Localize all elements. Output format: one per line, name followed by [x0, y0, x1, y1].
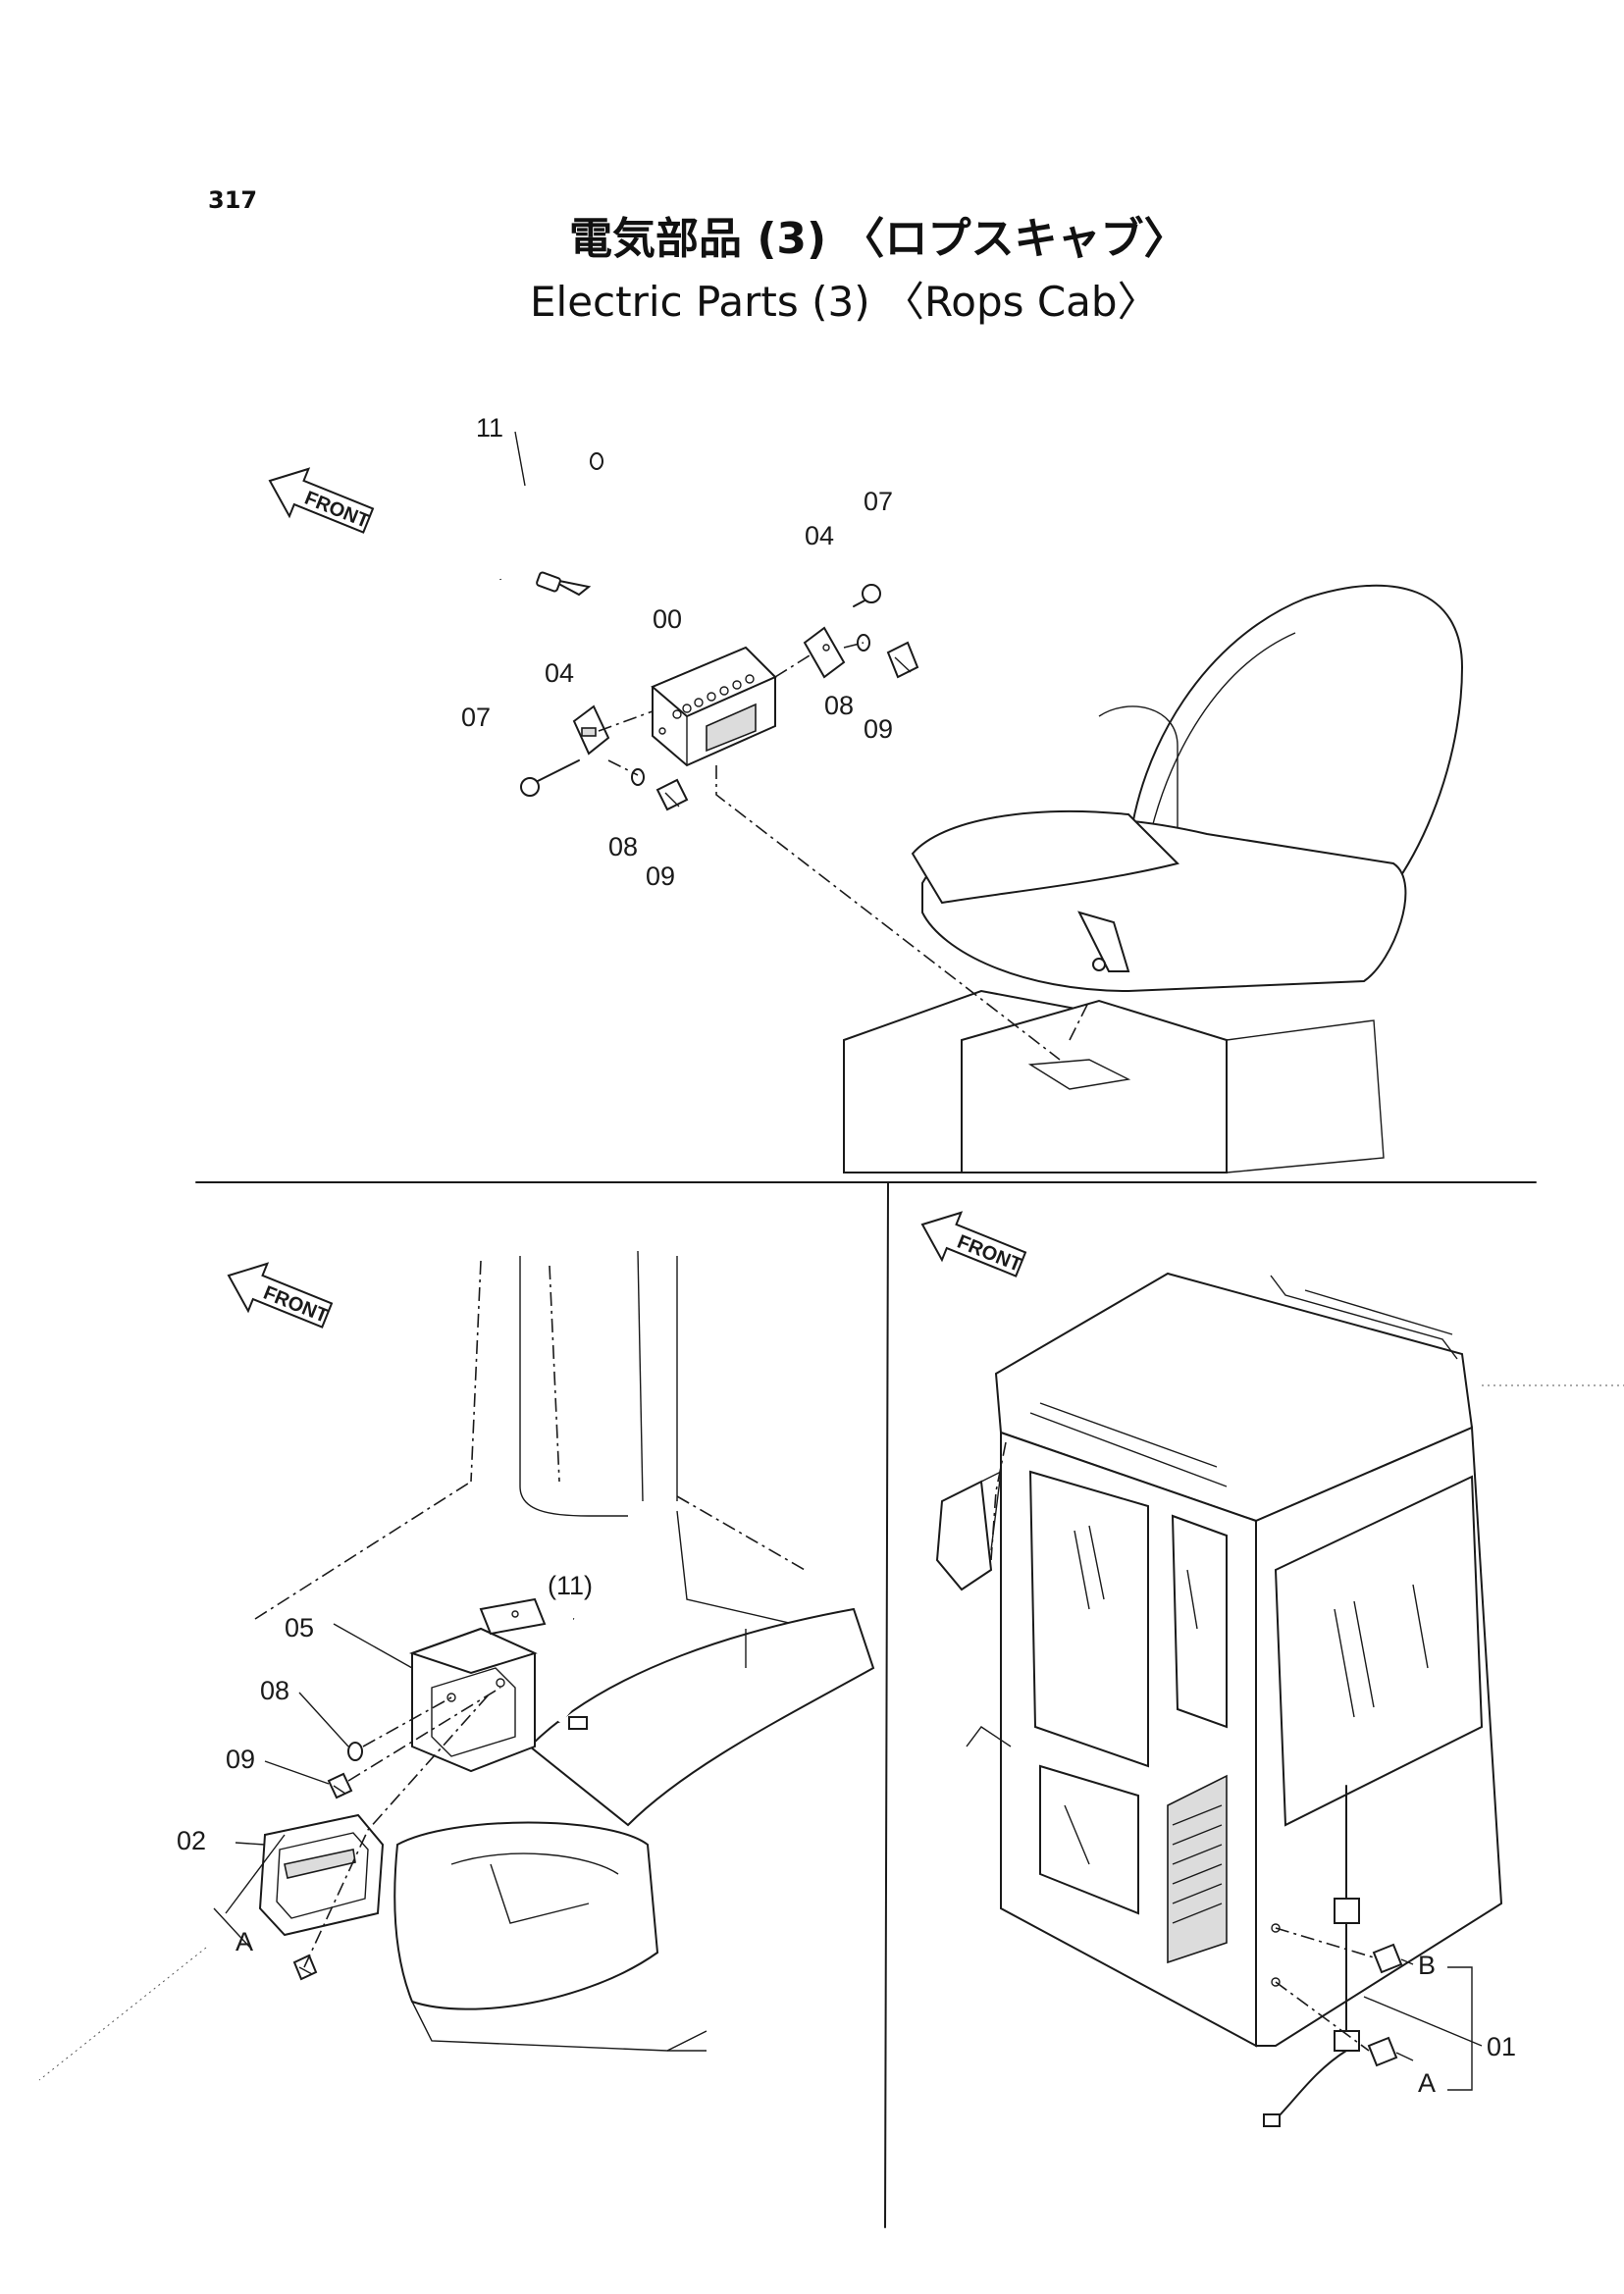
- front-arrow-icon: FRONT: [227, 1262, 334, 1329]
- callout-05: 05: [285, 1613, 314, 1642]
- callout-09: 09: [226, 1745, 255, 1774]
- callout-11-ref: (11): [548, 1571, 593, 1600]
- wire-harness-11-connector: [557, 1617, 608, 1730]
- cab-pillar-interior: [254, 1250, 815, 1630]
- page-number: 317: [208, 186, 257, 214]
- title-japanese: 電気部品 (3) 〈ロプスキャブ〉: [569, 214, 1186, 264]
- front-arrow-icon: FRONT: [268, 467, 375, 534]
- vertical-divider: [884, 1181, 889, 2228]
- callout-00: 00: [653, 604, 682, 634]
- lamp-02: [258, 1813, 385, 1937]
- callout-08: 08: [260, 1676, 289, 1705]
- fasteners-bottom-left: [292, 1742, 363, 1981]
- title-english: Electric Parts (3) 〈Rops Cab〉: [530, 278, 1159, 326]
- operator-seat: [911, 584, 1464, 993]
- front-arrow-icon: FRONT: [920, 1211, 1027, 1277]
- callout-B: B: [1418, 1951, 1436, 1980]
- callout-09-right: 09: [864, 714, 893, 744]
- callout-11: 11: [476, 413, 503, 443]
- rops-cab: [935, 1272, 1503, 2048]
- bracket-04-right: [803, 626, 846, 679]
- callout-04-right: 04: [805, 521, 834, 550]
- callout-01: 01: [1487, 2032, 1516, 2061]
- callout-07-right: 07: [864, 487, 893, 516]
- fasteners-bottom-right: [1275, 1927, 1483, 2091]
- callout-08-right: 08: [824, 691, 854, 720]
- callout-07-left: 07: [461, 703, 491, 732]
- callout-04-left: 04: [545, 658, 574, 688]
- wire-harness-11: [496, 431, 603, 597]
- center-lines-bottom-left: [38, 1687, 501, 2081]
- fasteners-top: [520, 584, 919, 811]
- mounting-box-05: [408, 1627, 538, 1773]
- center-lines-top: [598, 642, 1061, 1061]
- antenna-01: [1263, 1785, 1360, 2127]
- callout-02: 02: [177, 1826, 206, 1855]
- callout-A-right: A: [1418, 2068, 1436, 2098]
- callout-09-left: 09: [646, 861, 675, 891]
- seat-console: [843, 989, 1385, 1173]
- electrical-unit-00: [651, 646, 777, 767]
- callout-08-left: 08: [608, 832, 638, 861]
- operator-seat-side: [393, 1607, 875, 2052]
- bracket-04-left: [572, 704, 610, 756]
- small-block: [479, 1597, 547, 1636]
